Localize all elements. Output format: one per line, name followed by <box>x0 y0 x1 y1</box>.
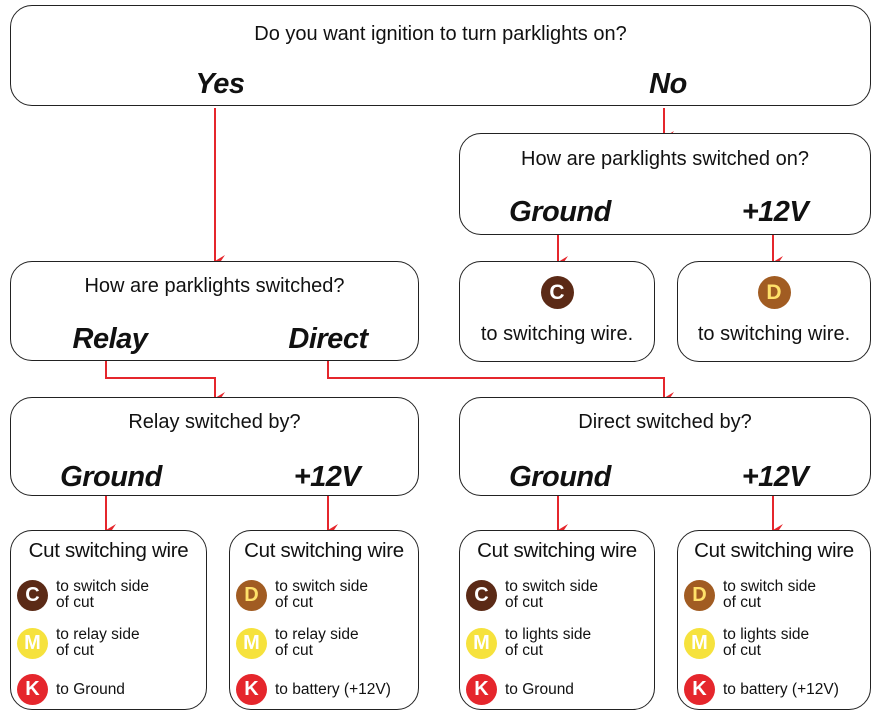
wire-k-icon: K <box>466 674 497 705</box>
row-line2: of cut <box>505 594 543 611</box>
row-line1: to switch side <box>275 578 369 595</box>
arrow-relay <box>105 360 216 388</box>
answer-yes: Yes <box>195 68 245 100</box>
card-title: Cut switching wire <box>477 539 637 562</box>
how-on-ground: Ground <box>509 196 611 228</box>
wire-c-icon: C <box>466 579 497 611</box>
wire-k-icon: K <box>17 674 48 705</box>
row-line1: to relay side <box>56 626 140 643</box>
answer-relay: Relay <box>72 323 148 355</box>
direct-by-question: Direct switched by? <box>578 411 752 433</box>
how-switched-box: How are parklights switched? <box>10 261 419 361</box>
wire-d-icon: D <box>236 579 267 611</box>
row-line2: of cut <box>56 594 94 611</box>
row-line1: to battery (+12V) <box>723 680 839 698</box>
answer-no: No <box>649 68 687 100</box>
row-line1: to Ground <box>56 680 125 698</box>
how-switched-question: How are parklights switched? <box>84 275 345 297</box>
how-on-plus12: +12V <box>741 196 809 228</box>
row-line2: of cut <box>723 594 761 611</box>
wire-m-icon: M <box>684 627 715 659</box>
wire-m-icon: M <box>466 627 497 659</box>
row-line2: of cut <box>723 642 761 659</box>
card-title: Cut switching wire <box>694 539 854 562</box>
relay-by-question: Relay switched by? <box>128 411 301 433</box>
answer-direct: Direct <box>288 323 368 355</box>
row-line1: to Ground <box>505 680 574 698</box>
wire-m-icon: M <box>17 627 48 659</box>
row-line1: to switch side <box>56 578 150 595</box>
connect-c-box: C to switching wire. <box>459 261 655 362</box>
wire-k-icon: K <box>236 674 267 705</box>
row-line2: of cut <box>275 642 313 659</box>
wire-c-icon: C <box>540 276 574 309</box>
row-line1: to switch side <box>505 578 599 595</box>
arrow-direct <box>327 360 665 388</box>
connect-d-label: to switching wire. <box>697 323 851 345</box>
row-line2: of cut <box>56 642 94 659</box>
row-line1: to relay side <box>275 626 359 643</box>
how-on-box: How are parklights switched on? <box>459 133 871 235</box>
connect-c-label: to switching wire. <box>480 323 634 345</box>
wire-m-icon: M <box>236 627 267 659</box>
wire-d-icon: D <box>757 276 791 309</box>
ignition-question: Do you want ignition to turn parklights … <box>254 23 627 45</box>
wire-c-icon: C <box>17 579 48 611</box>
ignition-question-box: Do you want ignition to turn parklights … <box>10 5 871 106</box>
connect-d-box: D to switching wire. <box>677 261 871 362</box>
relay-by-plus12: +12V <box>293 461 361 493</box>
row-line1: to lights side <box>505 626 592 643</box>
card-title: Cut switching wire <box>244 539 404 562</box>
direct-by-ground: Ground <box>509 461 611 493</box>
card-title: Cut switching wire <box>28 539 189 562</box>
relay-by-box: Relay switched by? <box>10 397 419 496</box>
wire-k-icon: K <box>684 674 715 705</box>
row-line2: of cut <box>275 594 313 611</box>
row-line1: to switch side <box>723 578 817 595</box>
relay-by-ground: Ground <box>60 461 162 493</box>
row-line1: to battery (+12V) <box>275 680 391 698</box>
row-line1: to lights side <box>723 626 810 643</box>
how-on-question: How are parklights switched on? <box>521 148 809 170</box>
row-line2: of cut <box>505 642 543 659</box>
direct-by-plus12: +12V <box>741 461 809 493</box>
wire-d-icon: D <box>684 579 715 611</box>
